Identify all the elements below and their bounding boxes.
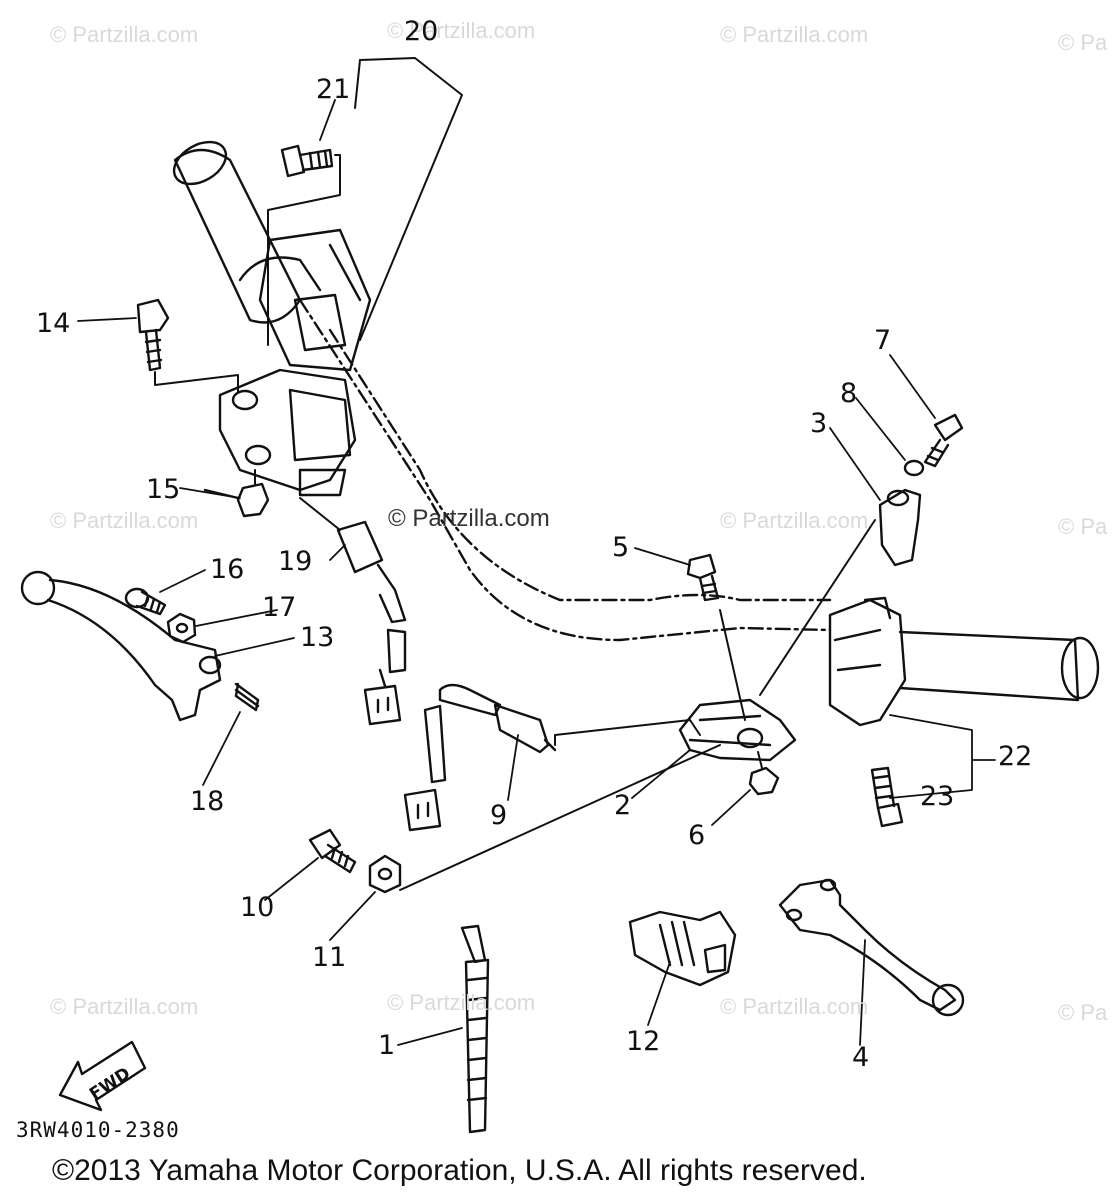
- callout-3: 3: [810, 408, 828, 439]
- nut-6: [748, 766, 780, 796]
- screw-23: [870, 766, 904, 828]
- callout-15: 15: [146, 474, 181, 505]
- watermark: © Pa: [1058, 514, 1108, 539]
- callout-23: 23: [920, 781, 955, 812]
- callout-2: 2: [614, 790, 632, 821]
- brake-bracket-2: [678, 698, 797, 762]
- bolt-5: [686, 553, 720, 602]
- nut-17: [166, 612, 197, 644]
- watermark: © Partzilla.com: [720, 22, 869, 47]
- callout-18: 18: [190, 786, 225, 817]
- left-grip: [172, 140, 322, 324]
- bolt-14: [136, 298, 170, 372]
- callout-8: 8: [840, 378, 858, 409]
- watermark: © Partzilla.com: [387, 990, 536, 1015]
- screw-7: [923, 413, 964, 468]
- diagram-code: 3RW4010-2380: [16, 1118, 180, 1142]
- watermark: © Pa: [1058, 30, 1108, 55]
- spring-18: [234, 682, 260, 712]
- watermark: © Partzilla.com: [387, 18, 536, 43]
- callout-16: 16: [210, 554, 245, 585]
- callout-4: 4: [852, 1042, 870, 1073]
- screw-21: [280, 144, 334, 178]
- callout-7: 7: [874, 325, 892, 356]
- callout-21: 21: [316, 74, 351, 105]
- watermark-center: © Partzilla.com: [388, 505, 550, 532]
- adjuster-10: [308, 828, 357, 874]
- left-switch-housing: [258, 228, 372, 372]
- clutch-bracket: [218, 368, 357, 497]
- watermark: © Partzilla.com: [50, 994, 199, 1019]
- nut-11: [368, 854, 402, 894]
- bolt-16: [124, 587, 167, 616]
- callout-9: 9: [490, 800, 508, 831]
- fwd-arrow-icon: FWD: [58, 1040, 147, 1112]
- callout-11: 11: [312, 942, 347, 973]
- callout-17: 17: [262, 592, 297, 623]
- washer-8: [903, 459, 925, 477]
- callout-14: 14: [36, 308, 71, 339]
- callout-13: 13: [300, 622, 335, 653]
- callout-10: 10: [240, 892, 275, 923]
- right-switch-housing: [828, 596, 907, 727]
- leader-lines: [77, 99, 996, 1046]
- callout-20: 20: [404, 16, 439, 47]
- callout-5: 5: [612, 532, 630, 563]
- callout-19: 19: [278, 546, 313, 577]
- clutch-switch-19: [336, 520, 407, 726]
- callout-12: 12: [626, 1026, 661, 1057]
- callout-1: 1: [378, 1030, 396, 1061]
- callout-22: 22: [998, 741, 1033, 772]
- nut-15: [236, 482, 270, 518]
- holder-12: [628, 910, 737, 987]
- cable-band-1: [460, 924, 490, 1134]
- handlebar: [298, 298, 832, 642]
- watermark: © Partzilla.com: [720, 994, 869, 1019]
- watermark: © Partzilla.com: [50, 508, 199, 533]
- clutch-lever: [20, 570, 222, 722]
- copyright-notice: ©2013 Yamaha Motor Corporation, U.S.A. A…: [52, 1154, 867, 1187]
- brake-switch-9: [403, 683, 557, 832]
- right-grip: [898, 630, 1100, 702]
- holder-3: [878, 488, 922, 567]
- watermark: © Partzilla.com: [720, 508, 869, 533]
- brake-lever-4: [778, 878, 965, 1017]
- watermark: © Pa: [1058, 1000, 1108, 1025]
- callout-6: 6: [688, 820, 706, 851]
- watermark: © Partzilla.com: [50, 22, 199, 47]
